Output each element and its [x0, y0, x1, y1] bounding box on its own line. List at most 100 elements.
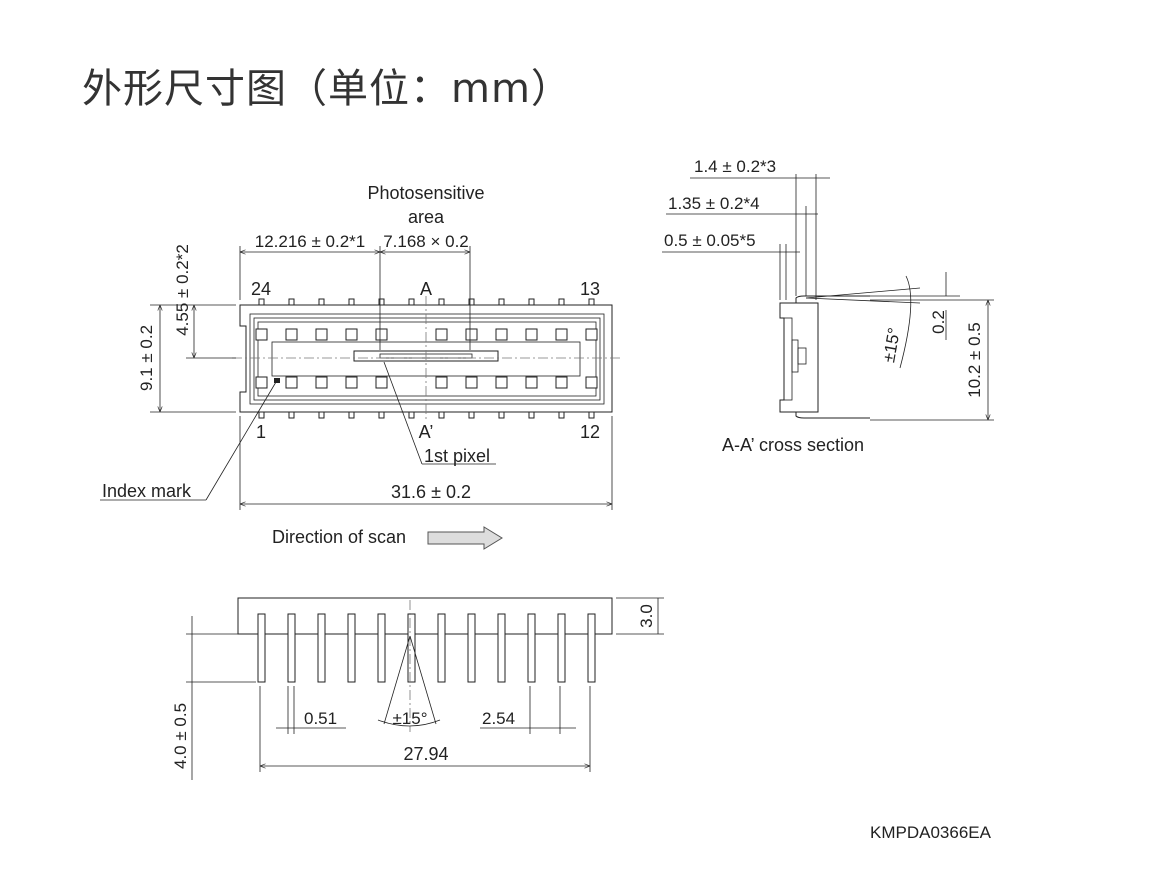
pin-1-label: 1 [256, 422, 266, 442]
pin-stubs-top [258, 298, 595, 306]
side-body [237, 597, 613, 635]
side-dim-span: 27.94 [403, 744, 448, 764]
lead [527, 613, 536, 683]
section-a-prime-label: A’ [419, 422, 434, 442]
bond-pad [555, 328, 568, 341]
bond-pad [255, 376, 268, 389]
bond-pad [315, 328, 328, 341]
cross-section-body [779, 302, 819, 413]
bond-pad [315, 376, 328, 389]
bond-pad [435, 376, 448, 389]
lead [587, 613, 596, 683]
pin-stub [498, 411, 505, 419]
bond-pad [525, 328, 538, 341]
bond-pad [345, 328, 358, 341]
side-dim-pitch: 2.54 [482, 709, 515, 728]
cross-dim-3: 0.5 ± 0.05*5 [664, 231, 756, 250]
top-view: Photosensitive area 12.216 ± 0.2*1 7.168… [100, 183, 620, 550]
bond-pad [255, 328, 268, 341]
index-mark-dot [274, 378, 280, 383]
pin-stub [348, 298, 355, 306]
lead [377, 613, 386, 683]
side-leads [257, 613, 596, 683]
pin-stub [588, 298, 595, 306]
bond-pad [525, 376, 538, 389]
cross-section-caption: A-A’ cross section [722, 435, 864, 455]
pin-stub [318, 411, 325, 419]
pin-stub [288, 298, 295, 306]
pin-stub [408, 411, 415, 419]
pin-stub [258, 298, 265, 306]
dim-height-half: 4.55 ± 0.2*2 [173, 244, 192, 336]
scan-direction-arrow-icon [427, 526, 503, 550]
direction-of-scan-label: Direction of scan [272, 527, 406, 547]
side-dim-body: 3.0 [637, 604, 656, 628]
section-a-label: A [420, 279, 432, 299]
bond-pads-top [255, 328, 598, 341]
lead [347, 613, 356, 683]
pin-13-label: 13 [580, 279, 600, 299]
window-outer-2 [253, 317, 601, 401]
pin-stub [378, 298, 385, 306]
page-title: 外形尺寸图（单位：mm） [82, 66, 572, 112]
side-view: 3.0 4.0 ± 0.5 0.51 ±15° 2.54 27.94 [171, 597, 664, 780]
pin-stub [588, 411, 595, 419]
pin-stub [438, 411, 445, 419]
pin-stub [378, 411, 385, 419]
side-dim-angle: ±15° [392, 709, 427, 728]
bond-pad [555, 376, 568, 389]
pin-stub [528, 298, 535, 306]
bond-pad [285, 328, 298, 341]
pin-stub [348, 411, 355, 419]
cross-section-view: 1.4 ± 0.2*3 1.35 ± 0.2*4 0.5 ± 0.05*5 ±1… [662, 157, 994, 455]
first-pixel-label: 1st pixel [424, 446, 490, 466]
dim-offset: 12.216 ± 0.2*1 [255, 232, 365, 251]
dim-length: 31.6 ± 0.2 [391, 482, 471, 502]
bond-pad [495, 376, 508, 389]
pin-stub [438, 298, 445, 306]
pin-24-label: 24 [251, 279, 271, 299]
lead [497, 613, 506, 683]
package-outline [239, 304, 613, 413]
bond-pad [375, 376, 388, 389]
pin-stubs-bottom [258, 411, 595, 419]
pin-stub [408, 298, 415, 306]
side-dim-lead: 4.0 ± 0.5 [171, 703, 190, 769]
bond-pad [465, 376, 478, 389]
bond-pad [585, 328, 598, 341]
pin-12-label: 12 [580, 422, 600, 442]
index-mark-label: Index mark [102, 481, 192, 501]
cross-dim-angle: ±15° [879, 326, 904, 364]
pin-stub [318, 298, 325, 306]
drawing-code: KMPDA0366EA [870, 823, 991, 842]
photosensitive-label-1: Photosensitive [367, 183, 484, 203]
lead [437, 613, 446, 683]
bond-pad [375, 328, 388, 341]
pin-stub [558, 298, 565, 306]
bond-pad [285, 376, 298, 389]
lead [257, 613, 266, 683]
bond-pads-bottom [255, 376, 598, 389]
bond-pad [495, 328, 508, 341]
cross-dim-1: 1.4 ± 0.2*3 [694, 157, 776, 176]
pin-stub [528, 411, 535, 419]
lead [317, 613, 326, 683]
photosensitive-label-2: area [408, 207, 445, 227]
dim-area-width: 7.168 × 0.2 [383, 232, 469, 251]
pin-stub [258, 411, 265, 419]
lead [557, 613, 566, 683]
lead [467, 613, 476, 683]
bond-pad [465, 328, 478, 341]
bond-pad [345, 376, 358, 389]
lead [407, 613, 416, 683]
cross-dim-thickness: 0.2 [929, 310, 948, 334]
pin-stub [498, 298, 505, 306]
bond-pad [435, 328, 448, 341]
pin-stub [468, 298, 475, 306]
pin-stub [558, 411, 565, 419]
dim-height: 9.1 ± 0.2 [137, 325, 156, 391]
window-outer-1 [249, 313, 605, 405]
cross-dim-2: 1.35 ± 0.2*4 [668, 194, 760, 213]
side-dim-lead-width: 0.51 [304, 709, 337, 728]
